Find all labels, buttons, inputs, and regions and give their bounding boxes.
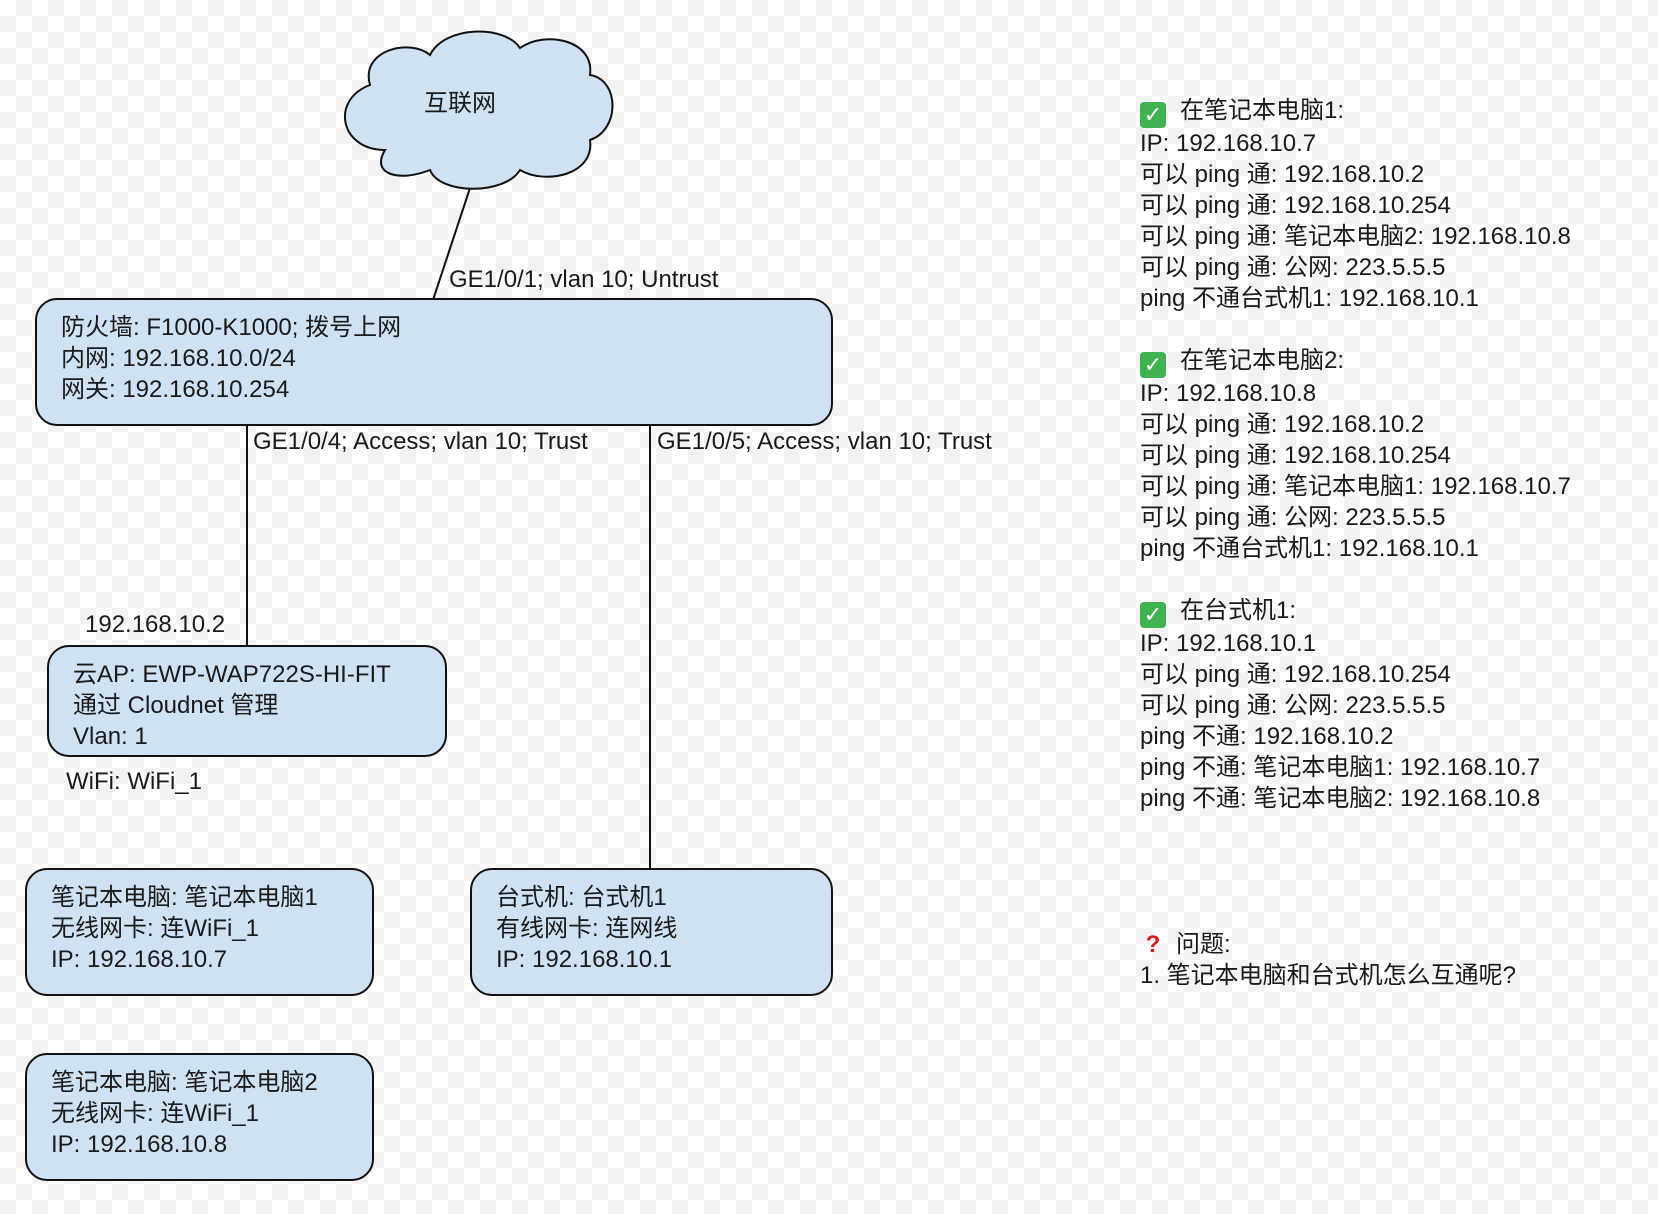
- section-title: 在笔记本电脑1:: [1180, 97, 1345, 124]
- laptop2-node[interactable]: 笔记本电脑: 笔记本电脑2 无线网卡: 连WiFi_1 IP: 192.168.…: [25, 1053, 374, 1181]
- firewall-node[interactable]: 防火墙: F1000-K1000; 拨号上网 内网: 192.168.10.0/…: [35, 298, 833, 426]
- note-line: ping 不通台式机1: 192.168.10.1: [1140, 535, 1479, 562]
- note-line: ping 不通: 笔记本电脑1: 192.168.10.7: [1140, 754, 1541, 781]
- label-ap-ip: 192.168.10.2: [85, 611, 226, 638]
- note-line: IP: 192.168.10.1: [1140, 630, 1317, 657]
- question-title: 问题:: [1176, 931, 1231, 958]
- label-port-4: GE1/0/4; Access; vlan 10; Trust: [253, 428, 588, 455]
- check-icon: ✓: [1140, 102, 1166, 128]
- notes-section-question: ? 问题: 1. 笔记本电脑和台式机怎么互通呢?: [1140, 929, 1571, 991]
- note-line: 可以 ping 通: 公网: 223.5.5.5: [1140, 504, 1446, 531]
- question-icon: ?: [1145, 931, 1161, 958]
- ap-management: 通过 Cloudnet 管理: [73, 692, 279, 719]
- notes-section-laptop2: ✓ 在笔记本电脑2: IP: 192.168.10.8 可以 ping 通: 19…: [1140, 345, 1571, 564]
- notes-section-laptop1: ✓ 在笔记本电脑1: IP: 192.168.10.7 可以 ping 通: 19…: [1140, 95, 1571, 314]
- question-line: 1. 笔记本电脑和台式机怎么互通呢?: [1140, 962, 1517, 989]
- laptop1-name: 笔记本电脑: 笔记本电脑1: [51, 884, 318, 911]
- label-wifi-ssid: WiFi: WiFi_1: [66, 768, 202, 795]
- label-wan-port: GE1/0/1; vlan 10; Untrust: [449, 266, 719, 293]
- test-notes: ✓ 在笔记本电脑1: IP: 192.168.10.7 可以 ping 通: 19…: [1140, 95, 1571, 1022]
- note-line: IP: 192.168.10.8: [1140, 380, 1317, 407]
- label-port-5: GE1/0/5; Access; vlan 10; Trust: [657, 428, 992, 455]
- note-line: 可以 ping 通: 192.168.10.254: [1140, 661, 1451, 688]
- note-line: 可以 ping 通: 笔记本电脑2: 192.168.10.8: [1140, 223, 1571, 250]
- desktop1-ip: IP: 192.168.10.1: [496, 946, 673, 973]
- note-line: 可以 ping 通: 笔记本电脑1: 192.168.10.7: [1140, 473, 1571, 500]
- link-internet-firewall: [432, 187, 471, 301]
- laptop1-nic: 无线网卡: 连WiFi_1: [51, 915, 260, 942]
- section-title: 在台式机1:: [1180, 597, 1297, 624]
- note-line: IP: 192.168.10.7: [1140, 130, 1317, 157]
- note-line: 可以 ping 通: 192.168.10.2: [1140, 411, 1425, 438]
- ap-node[interactable]: 云AP: EWP-WAP722S-HI-FIT 通过 Cloudnet 管理 V…: [47, 645, 447, 757]
- section-title: 在笔记本电脑2:: [1180, 347, 1345, 374]
- internet-cloud-label: 互联网: [424, 90, 496, 117]
- note-line: 可以 ping 通: 192.168.10.2: [1140, 161, 1425, 188]
- laptop2-ip: IP: 192.168.10.8: [51, 1131, 228, 1158]
- desktop1-nic: 有线网卡: 连网线: [496, 915, 678, 942]
- note-line: ping 不通: 笔记本电脑2: 192.168.10.8: [1140, 785, 1541, 812]
- firewall-gateway: 网关: 192.168.10.254: [61, 376, 290, 403]
- laptop2-nic: 无线网卡: 连WiFi_1: [51, 1100, 260, 1127]
- desktop1-node[interactable]: 台式机: 台式机1 有线网卡: 连网线 IP: 192.168.10.1: [470, 868, 833, 996]
- notes-section-desktop1: ✓ 在台式机1: IP: 192.168.10.1 可以 ping 通: 192.…: [1140, 595, 1571, 814]
- firewall-model: 防火墙: F1000-K1000; 拨号上网: [61, 314, 402, 341]
- desktop1-name: 台式机: 台式机1: [496, 884, 667, 911]
- check-icon: ✓: [1140, 602, 1166, 628]
- note-line: ping 不通台式机1: 192.168.10.1: [1140, 285, 1479, 312]
- laptop1-node[interactable]: 笔记本电脑: 笔记本电脑1 无线网卡: 连WiFi_1 IP: 192.168.…: [25, 868, 374, 996]
- laptop1-ip: IP: 192.168.10.7: [51, 946, 228, 973]
- ap-vlan: Vlan: 1: [73, 723, 148, 750]
- note-line: ping 不通: 192.168.10.2: [1140, 723, 1394, 750]
- note-line: 可以 ping 通: 192.168.10.254: [1140, 192, 1451, 219]
- internet-cloud-shape: [343, 30, 614, 190]
- note-line: 可以 ping 通: 公网: 223.5.5.5: [1140, 254, 1446, 281]
- firewall-subnet: 内网: 192.168.10.0/24: [61, 345, 296, 372]
- ap-model: 云AP: EWP-WAP722S-HI-FIT: [73, 661, 391, 688]
- note-line: 可以 ping 通: 公网: 223.5.5.5: [1140, 692, 1446, 719]
- check-icon: ✓: [1140, 352, 1166, 378]
- note-line: 可以 ping 通: 192.168.10.254: [1140, 442, 1451, 469]
- laptop2-name: 笔记本电脑: 笔记本电脑2: [51, 1069, 318, 1096]
